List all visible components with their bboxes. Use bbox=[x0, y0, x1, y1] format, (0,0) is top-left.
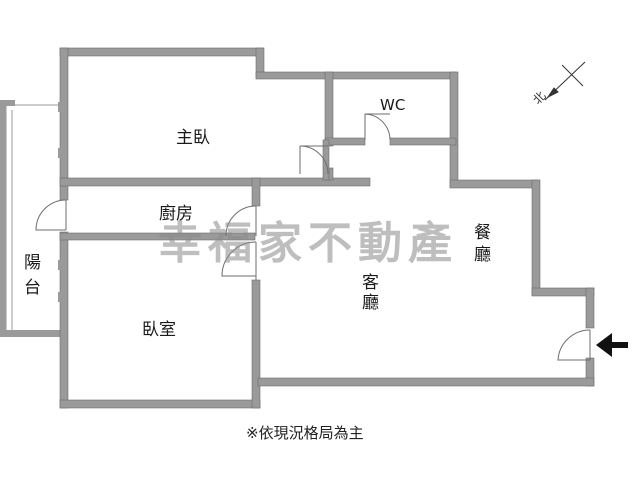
door-swings bbox=[35, 113, 591, 361]
balcony-outline bbox=[5, 104, 62, 335]
compass-arrow-icon bbox=[546, 87, 559, 99]
window-markers bbox=[58, 102, 64, 302]
room-label-balcony: 陽台 bbox=[24, 253, 41, 298]
room-label-master-bedroom: 主臥 bbox=[176, 128, 210, 148]
balcony-frame bbox=[0, 100, 62, 337]
room-label-wc: WC bbox=[380, 96, 405, 114]
walls bbox=[59, 47, 595, 409]
room-label-kitchen: 廚房 bbox=[159, 203, 193, 224]
room-label-bedroom: 臥室 bbox=[142, 320, 176, 340]
room-label-living-room: 客廳 bbox=[362, 273, 379, 313]
compass-cross bbox=[561, 64, 584, 87]
watermark-text: 幸福家不動產 bbox=[158, 218, 458, 269]
entrance-arrow-icon bbox=[596, 333, 628, 357]
room-label-dining-room: 餐廳 bbox=[474, 223, 491, 265]
footer-note: ※依現況格局為主 bbox=[246, 424, 364, 442]
compass-north-label: 北 bbox=[530, 89, 548, 107]
compass bbox=[544, 61, 586, 101]
